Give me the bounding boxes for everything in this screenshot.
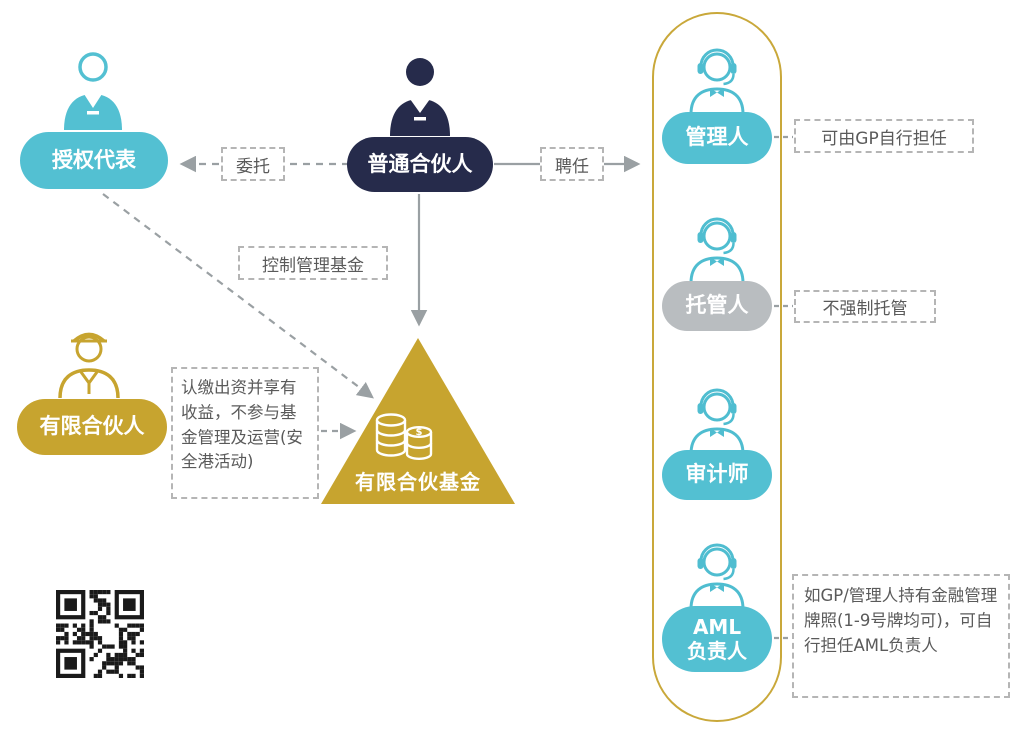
custodian-label: 托管人 <box>685 293 749 318</box>
general-partner-icon <box>390 58 450 136</box>
general-partner-node: 普通合伙人 <box>347 137 493 192</box>
authorized-rep-icon <box>64 52 122 130</box>
aml-officer-label-line1: AML <box>692 615 742 639</box>
aml-officer-icon <box>689 543 745 609</box>
limited-partner-icon <box>58 332 120 398</box>
service-providers-capsule <box>652 12 782 722</box>
manager-icon <box>689 48 745 114</box>
control-edge-label: 控制管理基金 <box>238 246 388 280</box>
custodian-note-text: 不强制托管 <box>822 299 908 319</box>
appoint-edge-label: 聘任 <box>540 147 604 181</box>
aml-note-text: 如GP/管理人持有金融管理牌照(1-9号牌均可)，可自行担任AML负责人 <box>804 586 998 655</box>
fund-label-text: 有限合伙基金 <box>355 470 481 494</box>
custodian-node: 托管人 <box>662 281 772 331</box>
aml-officer-node: AML 负责人 <box>662 606 772 672</box>
custodian-note-box: 不强制托管 <box>794 290 936 323</box>
auditor-node: 审计师 <box>662 450 772 500</box>
manager-note-box: 可由GP自行担任 <box>794 119 974 153</box>
manager-note-text: 可由GP自行担任 <box>821 128 947 149</box>
svg-text:$: $ <box>416 427 423 438</box>
manager-node: 管理人 <box>662 112 772 164</box>
entrust-edge-label: 委托 <box>221 147 285 181</box>
auditor-label: 审计师 <box>685 462 749 487</box>
aml-note-box: 如GP/管理人持有金融管理牌照(1-9号牌均可)，可自行担任AML负责人 <box>792 574 1010 698</box>
general-partner-label: 普通合伙人 <box>367 151 473 176</box>
qr-code <box>56 590 144 678</box>
manager-label: 管理人 <box>685 125 749 150</box>
authorized-rep-label: 授权代表 <box>52 147 136 172</box>
rep-to-fund-arrow <box>102 193 374 399</box>
limited-partner-label: 有限合伙人 <box>39 414 145 439</box>
entrust-text: 委托 <box>236 156 270 177</box>
coins-icon: $ <box>375 413 433 461</box>
lp-note-box: 认缴出资并享有收益，不参与基金管理及运营(安全港活动) <box>171 367 319 499</box>
authorized-rep-node: 授权代表 <box>20 132 168 189</box>
appoint-text: 聘任 <box>555 156 589 177</box>
custodian-icon <box>689 217 745 283</box>
limited-partner-node: 有限合伙人 <box>17 399 167 455</box>
lp-note-text: 认缴出资并享有收益，不参与基金管理及运营(安全港活动) <box>181 378 303 472</box>
aml-officer-label-line2: 负责人 <box>687 639 747 663</box>
fund-triangle: $ <box>321 338 515 504</box>
fund-label: 有限合伙基金 <box>322 466 514 495</box>
control-text: 控制管理基金 <box>262 255 364 276</box>
auditor-icon <box>689 388 745 454</box>
